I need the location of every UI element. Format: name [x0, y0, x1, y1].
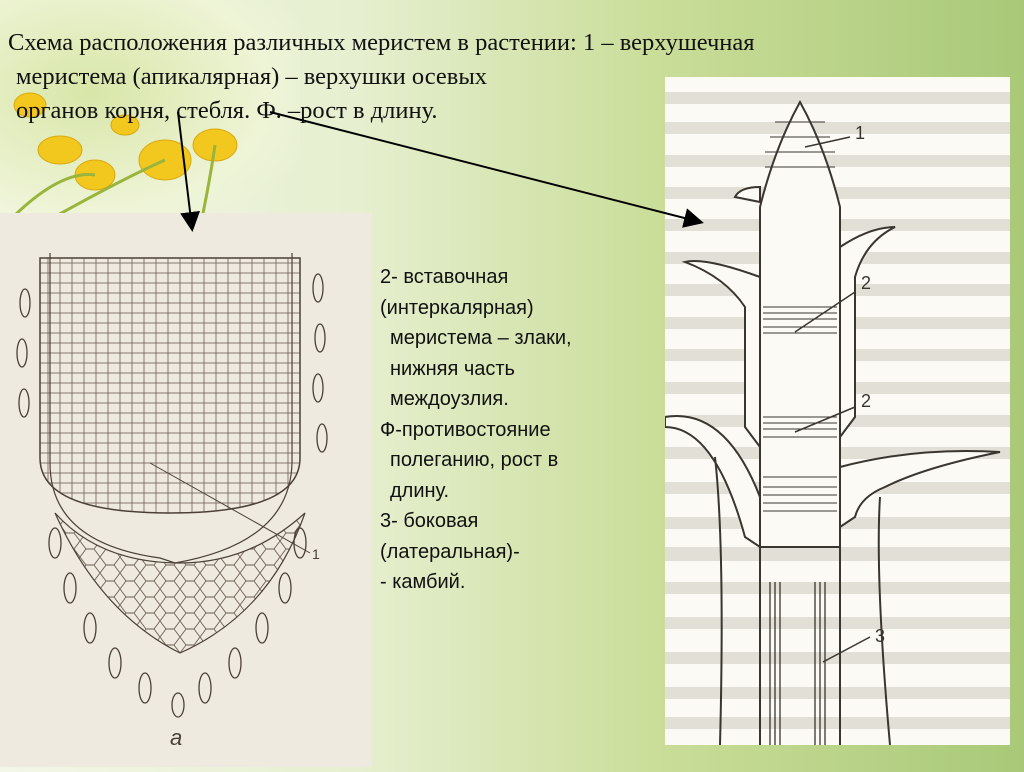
- body-line-8: длину.: [390, 479, 450, 502]
- stem-label-1: 1: [855, 123, 865, 143]
- figure-caption-a: a: [170, 725, 182, 750]
- body-line-3: меристема – злаки,: [390, 327, 572, 349]
- title-line-2: меристема (апикалярная) – верхушки осевы…: [16, 63, 488, 90]
- body-line-6: Ф-противостояние: [380, 418, 551, 441]
- root-tip-figure: 1 a: [0, 213, 372, 767]
- body-line-7: полеганию, рост в: [390, 449, 559, 471]
- body-line-4: нижняя часть: [390, 357, 515, 380]
- stem-label-2-lower: 2: [861, 391, 871, 411]
- stem-drawing: 1 2 2 3: [664, 92, 1010, 746]
- body-line-1: 2- вставочная: [380, 266, 509, 288]
- flower-photo-background: [0, 0, 300, 230]
- body-line-9: 3- боковая: [380, 510, 479, 532]
- body-line-11: - камбий.: [380, 571, 466, 593]
- root-label-1: 1: [312, 546, 320, 562]
- arrow-to-stem-tip: [269, 111, 704, 228]
- stem-label-2-upper: 2: [861, 273, 871, 293]
- body-line-5: междоузлия.: [390, 388, 509, 410]
- title-line-1: Схема расположения различных меристем в …: [8, 29, 755, 56]
- root-tip-drawing: 1 a: [16, 253, 328, 750]
- body-line-10: (латеральная)-: [380, 540, 520, 563]
- stem-figure: 1 2 2 3: [664, 77, 1010, 746]
- body-line-2: (интеркалярная): [380, 296, 534, 319]
- slide-title: Схема расположения различных меристем в …: [8, 26, 998, 128]
- meristem-description: 2- вставочная (интеркалярная) меристема …: [380, 262, 680, 598]
- stem-label-3: 3: [875, 626, 885, 646]
